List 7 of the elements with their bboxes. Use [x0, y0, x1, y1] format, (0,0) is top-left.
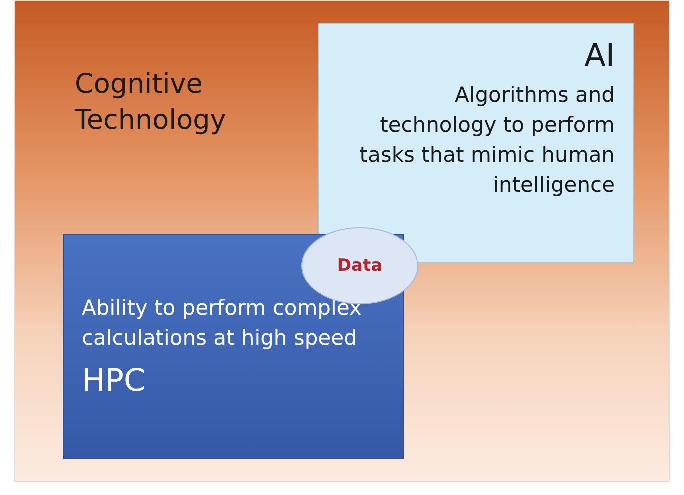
slide-title: Cognitive Technology — [75, 68, 228, 138]
info-box — [63, 234, 404, 459]
box-heading: HPC — [82, 362, 147, 401]
box-description: Algorithms and technology to perform tasks that mimic human intelligence — [358, 82, 615, 199]
box-description: Ability to perform complex calculations at high speed — [82, 295, 363, 352]
ellipse-label: Data — [337, 255, 383, 277]
box-heading: AI — [584, 37, 615, 76]
